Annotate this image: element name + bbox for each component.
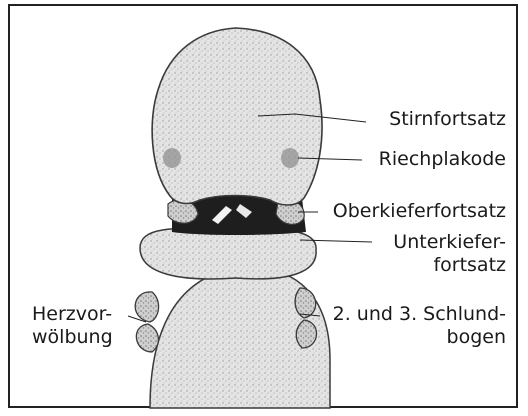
pharyngeal-arch-left-upper xyxy=(135,292,158,322)
label-unterkieferfortsatz-line2: fortsatz xyxy=(393,254,506,277)
label-unterkieferfortsatz-line1: Unterkiefer- xyxy=(393,231,506,254)
label-schlundbogen-line2: bogen xyxy=(333,326,506,349)
olfactory-placode-left xyxy=(163,148,181,168)
label-herzvorwoelbung-line2: wölbung xyxy=(32,326,113,349)
label-herzvorwoelbung: Herzvor- wölbung xyxy=(32,303,113,349)
pharyngeal-arch-right-upper xyxy=(295,288,316,318)
frontonasal-process xyxy=(152,28,322,205)
label-unterkieferfortsatz: Unterkiefer- fortsatz xyxy=(393,231,506,277)
label-herzvorwoelbung-line1: Herzvor- xyxy=(32,303,113,326)
label-schlundbogen: 2. und 3. Schlund- bogen xyxy=(333,303,506,349)
olfactory-placode-right xyxy=(281,148,299,168)
label-schlundbogen-line1: 2. und 3. Schlund- xyxy=(333,303,506,326)
mandibular-process xyxy=(140,228,316,279)
label-riechplakode: Riechplakode xyxy=(379,148,506,171)
label-stirnfortsatz: Stirnfortsatz xyxy=(389,108,506,131)
label-oberkieferfortsatz: Oberkieferfortsatz xyxy=(333,200,506,223)
pharyngeal-arch-left-lower xyxy=(136,324,158,352)
